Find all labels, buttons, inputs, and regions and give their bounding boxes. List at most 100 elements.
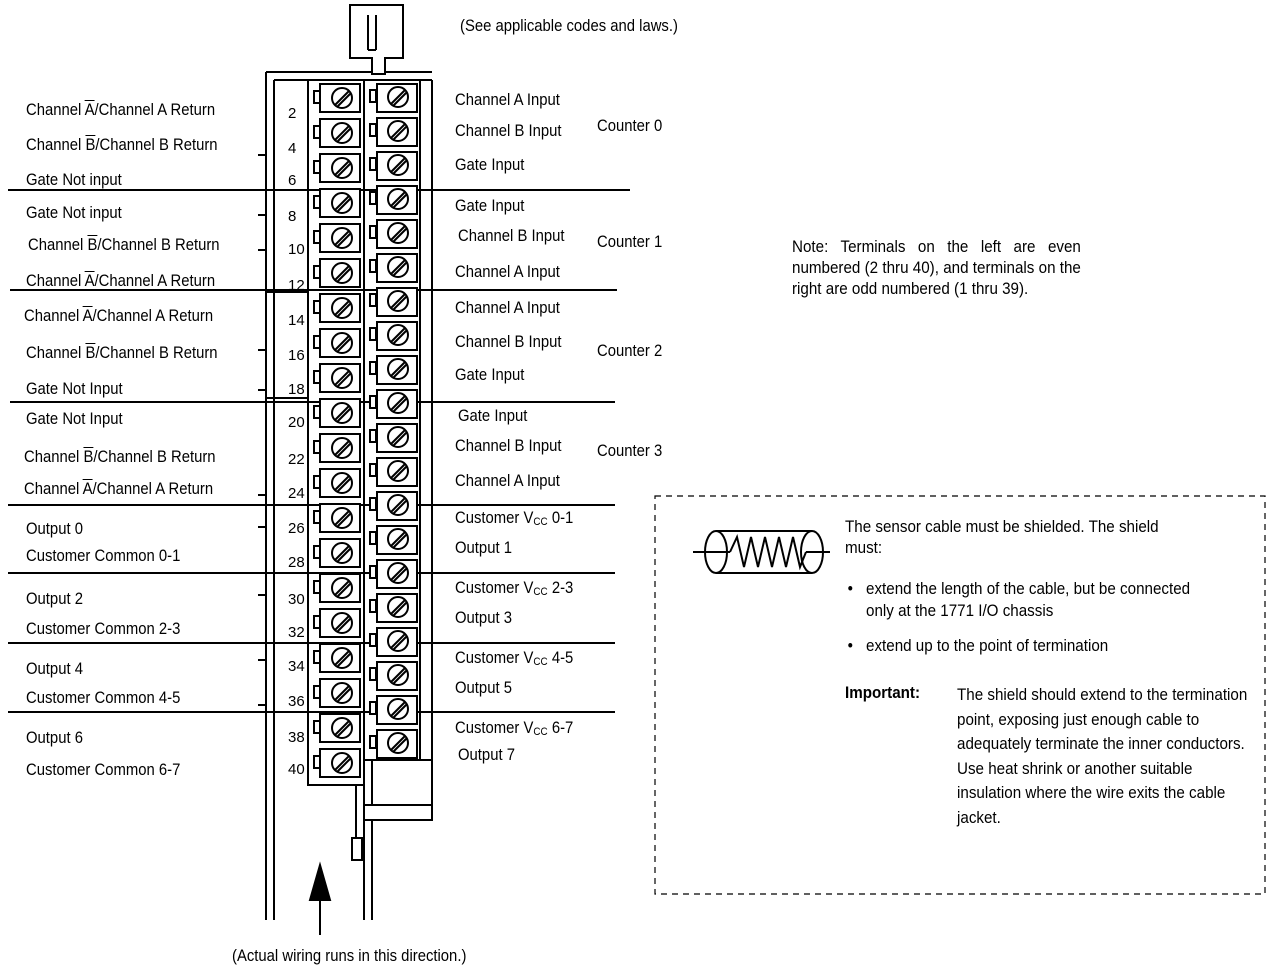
screw-slot xyxy=(336,302,352,318)
shield-bullet-2: extend up to the point of termination xyxy=(848,635,1202,657)
screw-slot xyxy=(334,545,350,561)
left-label: Channel B/Channel B Return xyxy=(28,235,220,255)
right-terminal-screw xyxy=(387,324,409,346)
codes-note: (See applicable codes and laws.) xyxy=(460,17,678,35)
important-label: Important: xyxy=(845,684,921,702)
screw-slot xyxy=(336,232,352,248)
overbar-signal: B xyxy=(83,448,94,466)
left-label: Channel A/Channel A Return xyxy=(26,100,215,120)
screw-slot xyxy=(390,395,406,411)
left-label-text: /Channel A Return xyxy=(92,307,214,325)
right-label: Channel A Input xyxy=(455,262,560,282)
left-label-text: Channel xyxy=(26,101,85,119)
left-label-text: /Channel B Return xyxy=(97,236,220,254)
screw-slot xyxy=(334,195,350,211)
wire-clamp xyxy=(369,633,377,647)
screw-slot xyxy=(334,230,350,246)
right-label-text: Output 3 xyxy=(455,609,512,627)
right-label-text: 2-3 xyxy=(547,579,574,597)
right-label: Channel A Input xyxy=(455,298,560,318)
terminal-number: 22 xyxy=(288,451,305,468)
left-terminal-screw xyxy=(331,472,353,494)
left-label-text: Customer Common 2-3 xyxy=(26,620,181,638)
overbar-signal: B xyxy=(85,136,96,154)
terminal-number: 40 xyxy=(288,761,305,778)
wire-clamp xyxy=(313,475,321,489)
screw-slot xyxy=(392,329,408,345)
left-label-text: Customer Common 4-5 xyxy=(26,689,181,707)
left-label: Channel A/Channel A Return xyxy=(24,479,213,499)
right-terminal-screw xyxy=(387,256,409,278)
screw-slot xyxy=(390,497,406,513)
terminal-number: 20 xyxy=(288,414,305,431)
left-label-text: Gate Not Input xyxy=(26,410,123,428)
screw-slot xyxy=(390,633,406,649)
wire-clamp xyxy=(369,429,377,443)
wire-clamp xyxy=(313,370,321,384)
right-label: Customer VCC 2-3 xyxy=(455,578,573,598)
right-terminal-screw xyxy=(387,426,409,448)
screw-slot xyxy=(392,431,408,447)
left-terminal-screw xyxy=(331,437,353,459)
right-label: Channel A Input xyxy=(455,471,560,491)
left-label: Output 4 xyxy=(26,659,83,679)
left-terminal-screw xyxy=(331,192,353,214)
screw-slot xyxy=(390,327,406,343)
right-label: Gate Input xyxy=(455,155,524,175)
terminal-number: 12 xyxy=(288,277,305,294)
terminal-number: 16 xyxy=(288,347,305,364)
vcc-subscript: CC xyxy=(533,586,548,598)
screw-slot xyxy=(336,337,352,353)
screw-slot xyxy=(390,735,406,751)
right-label-text: Gate Input xyxy=(455,197,525,215)
screw-slot xyxy=(392,227,408,243)
screw-slot xyxy=(390,463,406,479)
left-label-text: /Channel B Return xyxy=(95,344,218,362)
left-label: Output 6 xyxy=(26,728,83,748)
wire-clamp xyxy=(369,123,377,137)
right-label-text: Channel B Input xyxy=(455,333,562,351)
wire-clamp xyxy=(369,361,377,375)
terminal-number: 28 xyxy=(288,554,305,571)
right-label-text: Channel B Input xyxy=(458,227,565,245)
right-label-text: Customer V xyxy=(455,509,534,527)
overbar-signal: B xyxy=(85,344,96,362)
right-terminal-screw xyxy=(387,664,409,686)
right-terminal-screw xyxy=(387,562,409,584)
right-label-text: Channel A Input xyxy=(455,263,560,281)
terminal-number: 34 xyxy=(288,658,305,675)
left-terminal-screw xyxy=(331,122,353,144)
left-label: Gate Not input xyxy=(26,170,122,190)
right-label: Output 7 xyxy=(458,745,515,765)
screw-slot xyxy=(334,335,350,351)
left-label-text: Customer Common 6-7 xyxy=(26,761,181,779)
terminal-number: 18 xyxy=(288,381,305,398)
vcc-subscript: CC xyxy=(533,726,548,738)
terminal-numbering-note: Note: Terminals on the left are even num… xyxy=(792,238,1081,298)
left-label-text: /Channel A Return xyxy=(92,480,214,498)
screw-slot xyxy=(334,580,350,596)
important-text: The shield should extend to the terminat… xyxy=(957,686,1248,827)
wire-clamp xyxy=(313,160,321,174)
left-label: Channel A/Channel A Return xyxy=(26,271,215,291)
right-label-text: Gate Input xyxy=(458,407,528,425)
terminal-number: 10 xyxy=(288,241,305,258)
left-label-text: /Channel A Return xyxy=(94,272,216,290)
right-label-text: Customer V xyxy=(455,579,534,597)
right-terminal-screw xyxy=(387,86,409,108)
screw-slot xyxy=(390,361,406,377)
overbar-signal: B xyxy=(87,236,98,254)
right-terminal-screw xyxy=(387,154,409,176)
screw-slot xyxy=(334,615,350,631)
right-label: Output 5 xyxy=(455,678,512,698)
screw-slot xyxy=(336,687,352,703)
screw-slot xyxy=(392,193,408,209)
screw-slot xyxy=(334,265,350,281)
wire-clamp xyxy=(313,650,321,664)
screw-slot xyxy=(390,293,406,309)
screw-slot xyxy=(392,397,408,413)
right-label-text: Customer V xyxy=(455,649,534,667)
terminal-number: 30 xyxy=(288,591,305,608)
screw-slot xyxy=(336,617,352,633)
